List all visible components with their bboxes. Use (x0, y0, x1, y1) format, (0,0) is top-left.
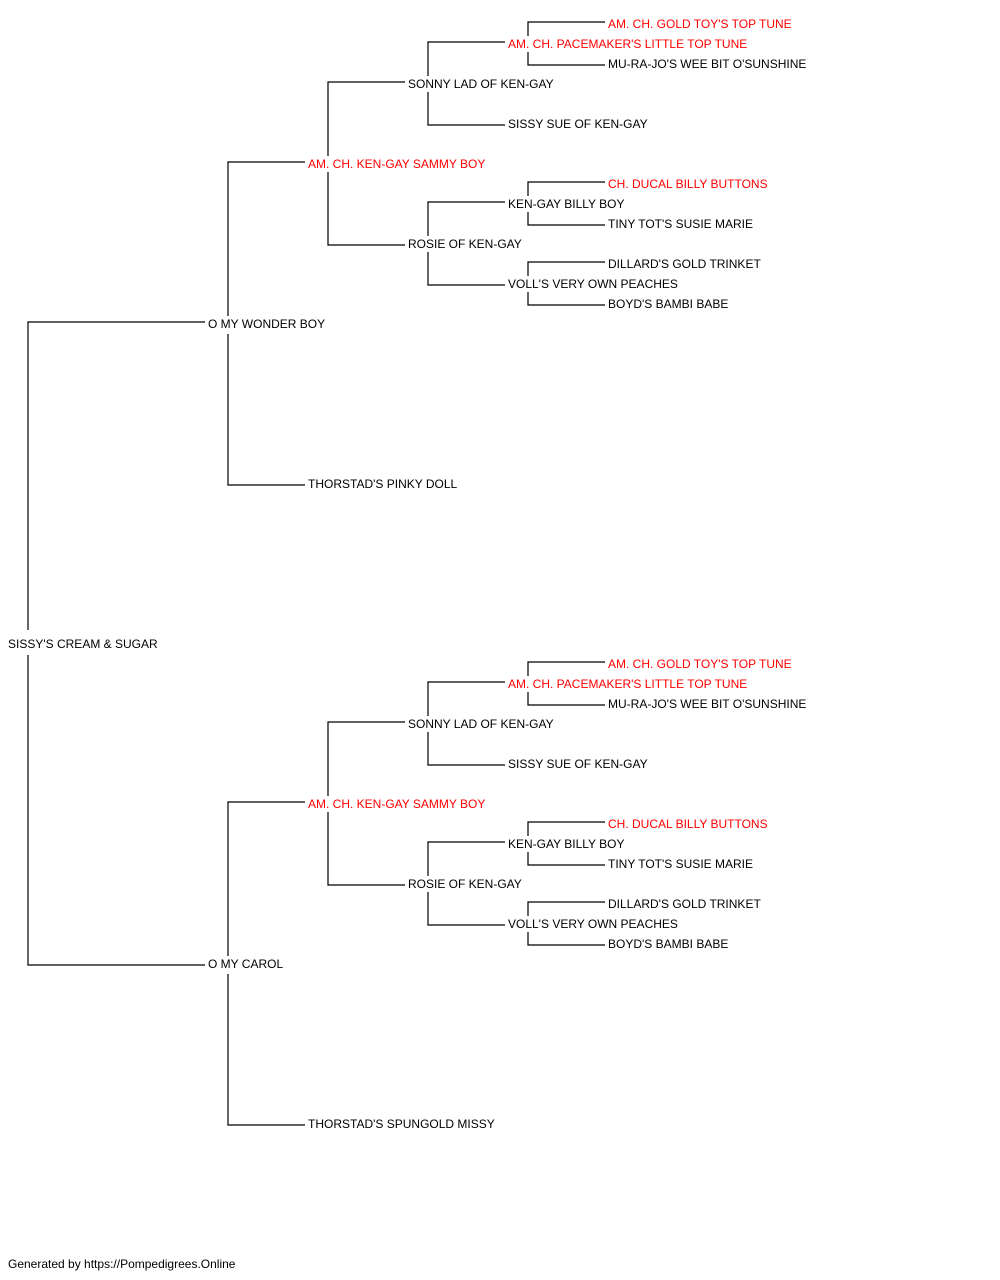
sire-sire-dam-name: ROSIE OF KEN-GAY (408, 237, 522, 251)
dam-dam-name: THORSTAD'S SPUNGOLD MISSY (308, 1117, 495, 1131)
dam-sire-dam-name: ROSIE OF KEN-GAY (408, 877, 522, 891)
sire-sire-sire-name: SONNY LAD OF KEN-GAY (408, 77, 554, 91)
sire-sire-name: AM. CH. KEN-GAY SAMMY BOY (308, 157, 486, 171)
dam-sire-name: AM. CH. KEN-GAY SAMMY BOY (308, 797, 486, 811)
dam-sss-name: AM. CH. PACEMAKER'S LITTLE TOP TUNE (508, 677, 748, 691)
dam-sdds-name: DILLARD'S GOLD TRINKET (608, 897, 761, 911)
pedigree-bracket (327, 81, 405, 246)
pedigree-bracket (227, 801, 305, 1126)
sire-sss-name: AM. CH. PACEMAKER'S LITTLE TOP TUNE (508, 37, 748, 51)
sire-sdd-name: VOLL'S VERY OWN PEACHES (508, 277, 678, 291)
dam-sdd-name: VOLL'S VERY OWN PEACHES (508, 917, 678, 931)
pedigree-bracket (527, 661, 605, 706)
sire-ssd-name: SISSY SUE OF KEN-GAY (508, 117, 648, 131)
subject-dog-name: SISSY'S CREAM & SUGAR (8, 637, 158, 651)
sire-sdds-name: DILLARD'S GOLD TRINKET (608, 257, 761, 271)
pedigree-bracket (27, 321, 205, 966)
sire-dam-name: THORSTAD'S PINKY DOLL (308, 477, 458, 491)
dam-sds-name: KEN-GAY BILLY BOY (508, 837, 625, 851)
dam-ssss-name: AM. CH. GOLD TOY'S TOP TUNE (608, 657, 792, 671)
pedigree-bracket (327, 721, 405, 886)
sire-sddd-name: BOYD'S BAMBI BABE (608, 297, 729, 311)
pedigree-bracket (527, 901, 605, 946)
pedigree-bracket (427, 841, 505, 926)
dam-sdss-name: CH. DUCAL BILLY BUTTONS (608, 817, 768, 831)
sire-ssss-name: AM. CH. GOLD TOY'S TOP TUNE (608, 17, 792, 31)
pedigree-bracket (527, 181, 605, 226)
pedigree-bracket (427, 41, 505, 126)
dam-sddd-name: BOYD'S BAMBI BABE (608, 937, 729, 951)
sire-sdsd-name: TINY TOT'S SUSIE MARIE (608, 217, 753, 231)
dam-sssd-name: MU-RA-JO'S WEE BIT O'SUNSHINE (608, 697, 807, 711)
pedigree-bracket (527, 21, 605, 66)
dam-name: O MY CAROL (208, 957, 284, 971)
pedigree-bracket (527, 821, 605, 866)
dam-sdsd-name: TINY TOT'S SUSIE MARIE (608, 857, 753, 871)
sire-sdss-name: CH. DUCAL BILLY BUTTONS (608, 177, 768, 191)
pedigree-bracket (427, 681, 505, 766)
sire-sssd-name: MU-RA-JO'S WEE BIT O'SUNSHINE (608, 57, 807, 71)
dam-sire-sire-name: SONNY LAD OF KEN-GAY (408, 717, 554, 731)
sire-sds-name: KEN-GAY BILLY BOY (508, 197, 625, 211)
pedigree-bracket (527, 261, 605, 306)
pedigree-bracket (227, 161, 305, 486)
dam-ssd-name: SISSY SUE OF KEN-GAY (508, 757, 648, 771)
footer-credit: Generated by https://Pompedigrees.Online (8, 1257, 236, 1271)
sire-name: O MY WONDER BOY (208, 317, 326, 331)
pedigree-bracket (427, 201, 505, 286)
